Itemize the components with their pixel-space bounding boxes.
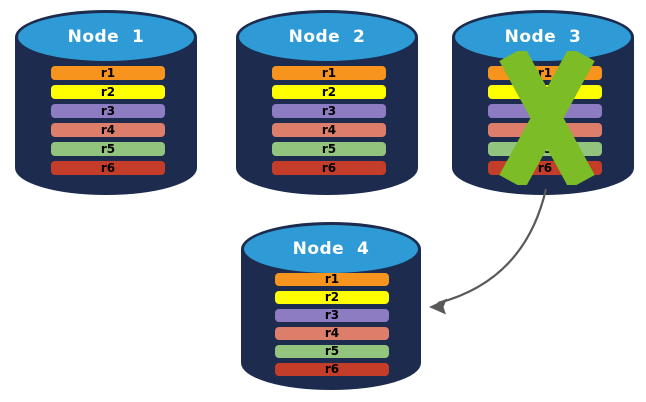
node-3-cylinder: Node 3 r1 r2 r3 r4 r5 r6: [452, 10, 634, 195]
replica-bar-r4: r4: [51, 123, 165, 137]
replica-bar-r5: r5: [51, 142, 165, 156]
replica-bar-r3: r3: [275, 309, 389, 322]
node-1-cylinder: Node 1 r1 r2 r3 r4 r5 r6: [15, 10, 197, 195]
node-title: Node 4: [292, 239, 370, 259]
replica-bar-r3: r3: [51, 104, 165, 118]
replica-bar-r1: r1: [488, 66, 602, 80]
replica-bar-r2: r2: [51, 85, 165, 99]
cylinder-top: Node 3: [455, 13, 631, 61]
arrow-head: [429, 298, 447, 315]
node-title: Node 3: [504, 27, 582, 47]
replica-bar-r2: r2: [275, 291, 389, 304]
node-title: Node 1: [67, 27, 145, 47]
replica-bar-r3: r3: [488, 104, 602, 118]
cylinder-top: Node 1: [18, 13, 194, 61]
node-4-cylinder: Node 4 r1 r2 r3 r4 r5 r6: [241, 222, 421, 390]
replica-bar-r6: r6: [51, 161, 165, 175]
replica-bar-r1: r1: [51, 66, 165, 80]
replica-bar-r3: r3: [272, 104, 386, 118]
replica-bar-r5: r5: [272, 142, 386, 156]
cylinder-top: Node 2: [239, 13, 415, 61]
replica-bar-r1: r1: [272, 66, 386, 80]
replica-bar-r5: r5: [488, 142, 602, 156]
replica-bar-stack: r1 r2 r3 r4 r5 r6: [272, 66, 386, 180]
node-2-cylinder: Node 2 r1 r2 r3 r4 r5 r6: [236, 10, 418, 195]
node-title: Node 2: [288, 27, 366, 47]
replica-bar-r5: r5: [275, 345, 389, 358]
replica-bar-r4: r4: [272, 123, 386, 137]
replica-bar-r6: r6: [488, 161, 602, 175]
replica-bar-stack: r1 r2 r3 r4 r5 r6: [275, 273, 389, 381]
arrow-line: [437, 188, 548, 305]
replica-bar-r1: r1: [275, 273, 389, 286]
replica-bar-r4: r4: [275, 327, 389, 340]
replica-bar-r2: r2: [488, 85, 602, 99]
cylinder-top: Node 4: [244, 225, 418, 273]
replica-bar-r4: r4: [488, 123, 602, 137]
replica-bar-r2: r2: [272, 85, 386, 99]
replica-bar-stack: r1 r2 r3 r4 r5 r6: [488, 66, 602, 180]
replica-bar-r6: r6: [272, 161, 386, 175]
replica-bar-r6: r6: [275, 363, 389, 376]
replica-bar-stack: r1 r2 r3 r4 r5 r6: [51, 66, 165, 180]
